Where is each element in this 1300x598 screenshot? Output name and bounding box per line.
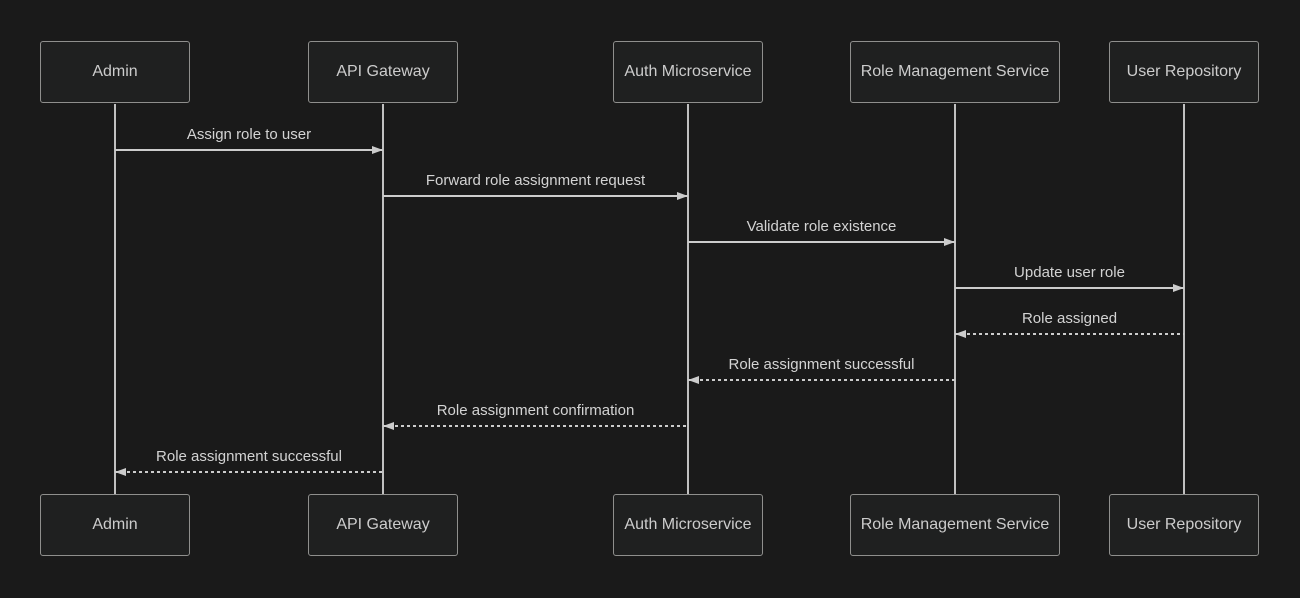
- message-role-assignment-successful-to-auth: Role assignment successful: [688, 355, 955, 384]
- actor-top-auth-microservice: Auth Microservice: [613, 41, 763, 103]
- lifeline-admin: [114, 104, 116, 494]
- actor-bottom-auth-microservice: Auth Microservice: [613, 494, 763, 556]
- message-validate-role-existence: Validate role existence: [688, 217, 955, 246]
- message-label: Assign role to user: [186, 126, 312, 143]
- actor-top-user-repository: User Repository: [1109, 41, 1259, 103]
- message-line: [383, 425, 688, 427]
- message-label: Role assignment successful: [156, 448, 342, 465]
- arrowhead-left-icon: [383, 422, 394, 430]
- arrowhead-right-icon: [677, 192, 688, 200]
- actor-label: Auth Microservice: [624, 63, 752, 80]
- actor-label: Role Management Service: [860, 516, 1050, 533]
- message-assign-role-to-user: Assign role to user: [115, 125, 383, 154]
- message-line: [688, 241, 955, 243]
- message-label: Role assignment successful: [728, 356, 915, 373]
- message-label: Update user role: [1014, 264, 1125, 281]
- message-forward-role-assignment-request: Forward role assignment request: [383, 171, 688, 200]
- actor-label: Role Management Service: [860, 63, 1050, 80]
- arrowhead-right-icon: [372, 146, 383, 154]
- actor-top-admin: Admin: [40, 41, 190, 103]
- actor-label: Admin: [92, 63, 138, 80]
- message-line: [688, 379, 955, 381]
- actor-label: User Repository: [1126, 516, 1242, 533]
- actor-label: User Repository: [1126, 63, 1242, 80]
- actor-label: Auth Microservice: [624, 516, 752, 533]
- message-update-user-role: Update user role: [955, 263, 1184, 292]
- actor-top-api-gateway: API Gateway: [308, 41, 458, 103]
- message-line: [955, 287, 1184, 289]
- message-line: [383, 195, 688, 197]
- message-line: [115, 471, 383, 473]
- message-label: Role assigned: [1021, 310, 1118, 327]
- message-line: [955, 333, 1184, 335]
- arrowhead-left-icon: [688, 376, 699, 384]
- actor-bottom-api-gateway: API Gateway: [308, 494, 458, 556]
- arrowhead-left-icon: [115, 468, 126, 476]
- arrowhead-right-icon: [944, 238, 955, 246]
- arrowhead-left-icon: [955, 330, 966, 338]
- actor-bottom-user-repository: User Repository: [1109, 494, 1259, 556]
- actor-label: API Gateway: [336, 516, 430, 533]
- arrowhead-right-icon: [1173, 284, 1184, 292]
- actor-label: Admin: [92, 516, 138, 533]
- actor-bottom-admin: Admin: [40, 494, 190, 556]
- message-label: Forward role assignment request: [425, 172, 646, 189]
- actor-bottom-role-management-service: Role Management Service: [850, 494, 1060, 556]
- lifeline-auth-microservice: [687, 104, 689, 494]
- actor-label: API Gateway: [336, 63, 430, 80]
- message-label: Role assignment confirmation: [436, 402, 635, 419]
- message-label: Validate role existence: [746, 218, 897, 235]
- message-role-assigned: Role assigned: [955, 309, 1184, 338]
- message-line: [115, 149, 383, 151]
- lifeline-api-gateway: [382, 104, 384, 494]
- lifeline-role-management-service: [954, 104, 956, 494]
- message-role-assignment-successful-to-admin: Role assignment successful: [115, 447, 383, 476]
- lifeline-user-repository: [1183, 104, 1185, 494]
- actor-top-role-management-service: Role Management Service: [850, 41, 1060, 103]
- message-role-assignment-confirmation: Role assignment confirmation: [383, 401, 688, 430]
